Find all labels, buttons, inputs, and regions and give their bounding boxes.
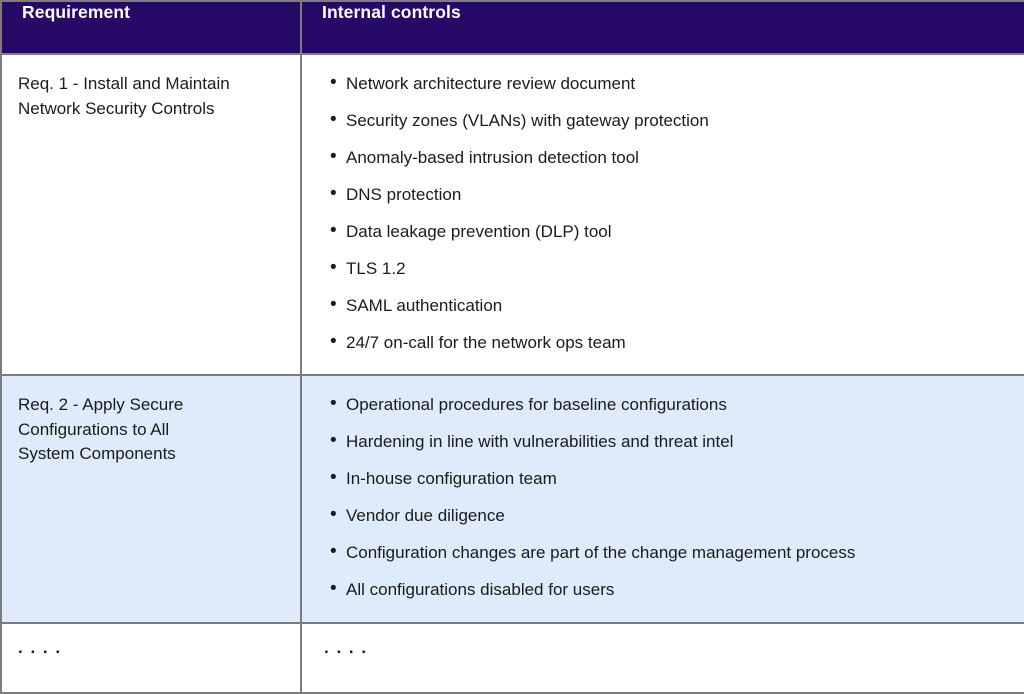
column-header-requirement: Requirement (0, 0, 302, 55)
control-item: Network architecture review document (318, 73, 1004, 94)
column-header-internal-controls: Internal controls (300, 0, 1024, 55)
control-item: Anomaly-based intrusion detection tool (318, 147, 1004, 168)
controls-cell-req-2: Operational procedures for baseline conf… (300, 374, 1024, 624)
control-item: In-house configuration team (318, 468, 1004, 489)
table-row-req-1: Req. 1 - Install and Maintain Network Se… (0, 53, 1024, 376)
requirement-cell-req-1: Req. 1 - Install and Maintain Network Se… (0, 53, 302, 376)
control-item: 24/7 on-call for the network ops team (318, 332, 1004, 353)
controls-list-req-2: Operational procedures for baseline conf… (318, 394, 1004, 600)
table-row-ellipsis: . . . . . . . . (0, 622, 1024, 694)
control-item: Vendor due diligence (318, 505, 1004, 526)
table-row-req-2: Req. 2 - Apply Secure Configurations to … (0, 374, 1024, 624)
control-item: Security zones (VLANs) with gateway prot… (318, 110, 1004, 131)
control-item: Configuration changes are part of the ch… (318, 542, 1004, 563)
control-item: All configurations disabled for users (318, 579, 1004, 600)
header-row: Requirement Internal controls (0, 0, 1024, 55)
control-item: TLS 1.2 (318, 258, 1004, 279)
requirement-cell-req-2: Req. 2 - Apply Secure Configurations to … (0, 374, 302, 624)
controls-list-req-1: Network architecture review documentSecu… (318, 73, 1004, 353)
control-item: Data leakage prevention (DLP) tool (318, 221, 1004, 242)
control-item: SAML authentication (318, 295, 1004, 316)
controls-cell-ellipsis: . . . . (300, 622, 1024, 694)
controls-cell-req-1: Network architecture review documentSecu… (300, 53, 1024, 376)
control-item: DNS protection (318, 184, 1004, 205)
control-item: Operational procedures for baseline conf… (318, 394, 1004, 415)
requirement-cell-ellipsis: . . . . (0, 622, 302, 694)
control-item: Hardening in line with vulnerabilities a… (318, 431, 1004, 452)
